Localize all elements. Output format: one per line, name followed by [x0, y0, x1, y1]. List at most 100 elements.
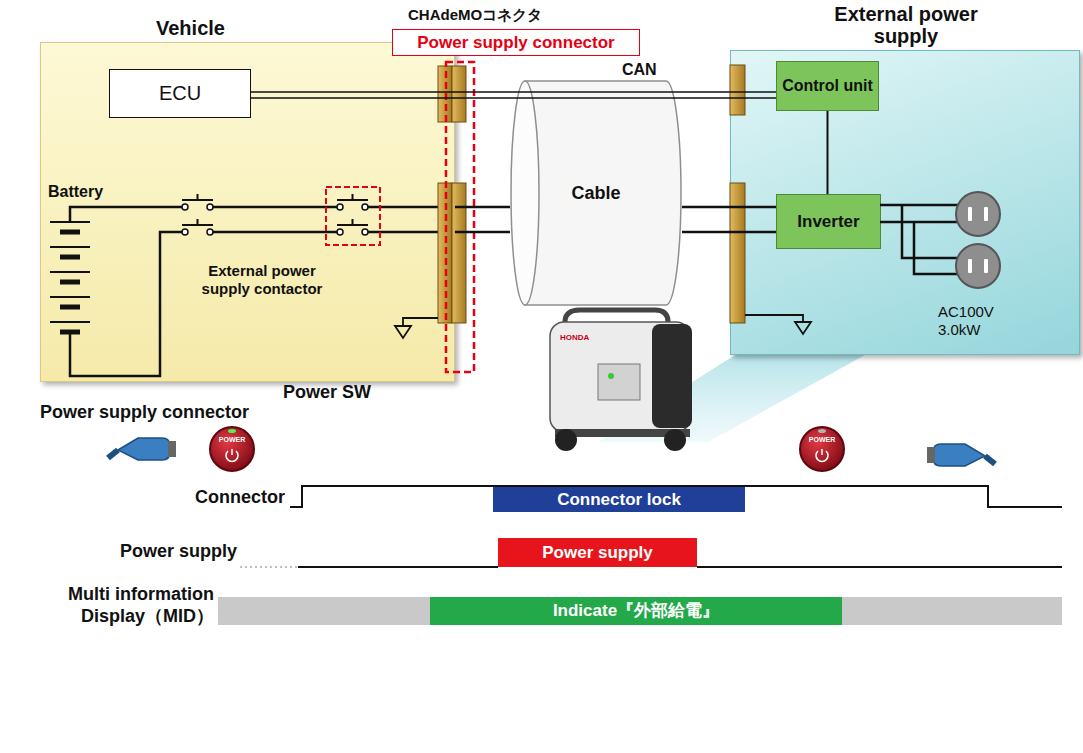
battery-wire [70, 207, 182, 222]
power-button [818, 429, 826, 433]
plug-icon [985, 456, 995, 464]
signal-name: CAN [620, 60, 659, 79]
contactor-symbol [362, 229, 368, 235]
output-wire [880, 204, 960, 207]
vehicle-box: VehicleECU [40, 42, 455, 382]
connector-line [827, 111, 829, 194]
battery-wire [213, 206, 455, 209]
part-label: Power supply connector [40, 402, 249, 424]
highlight-frame [326, 187, 380, 245]
generator-illustration [555, 429, 577, 451]
ground-symbol [403, 318, 438, 326]
signal-name: Connector [90, 487, 285, 509]
timing-line [290, 486, 1062, 507]
ground-symbol [745, 315, 803, 322]
connector-line [682, 206, 776, 209]
button-text: POWER [802, 436, 842, 443]
plug-icon [933, 444, 985, 466]
output-wire [880, 221, 960, 224]
contactor-symbol [207, 204, 213, 210]
cylinder-outline [511, 81, 539, 305]
output-wire [914, 222, 960, 274]
generator-illustration [608, 373, 614, 379]
outlet-symbol [956, 244, 1000, 288]
timing-line [298, 566, 498, 568]
ground-symbol [395, 326, 411, 338]
power-button [800, 427, 844, 471]
outlet-symbol [984, 259, 988, 273]
contactor-symbol [182, 194, 213, 200]
generator-illustration [565, 310, 668, 322]
generator-illustration [598, 364, 640, 400]
box-label: Connector lock [557, 490, 681, 510]
timing-line [697, 566, 1062, 568]
battery-wire [213, 231, 455, 234]
outlet-symbol [968, 207, 972, 221]
plug-icon [108, 450, 118, 458]
connector-line [251, 91, 776, 93]
group-heading: External power supply [821, 3, 991, 47]
inverter-box: Inverter [776, 194, 881, 249]
power-button [210, 427, 844, 471]
battery-wire [70, 207, 455, 376]
box-label: Indicate『外部給電』 [553, 601, 719, 621]
contactor-symbol [337, 194, 368, 200]
box-label: ECU [159, 82, 201, 105]
contactor-symbol [182, 219, 213, 225]
power-button [210, 427, 254, 471]
contactor-symbol [182, 194, 368, 235]
box-label: Control unit [782, 77, 873, 95]
generator-illustration [664, 429, 686, 451]
connector-line [251, 92, 776, 98]
connector-terminal [730, 65, 745, 115]
power-button [226, 449, 238, 461]
power-supply-box: External power supplyControl unitInverte… [730, 50, 1080, 355]
part-label: Battery [48, 182, 103, 201]
connector-line [682, 231, 776, 234]
ecu-box: ECU [109, 69, 251, 118]
outlet-symbol [956, 192, 1000, 236]
battery-symbol [60, 232, 80, 332]
battery-symbol [50, 222, 90, 332]
contactor-symbol [207, 229, 213, 235]
cable-cylinder: Cable [510, 80, 682, 306]
output-wire [902, 205, 960, 258]
connector-line [251, 97, 776, 99]
plug-icon [927, 444, 995, 466]
connector-line [682, 207, 776, 232]
connector-terminal [438, 65, 745, 323]
part-label: Power SW [283, 382, 371, 404]
rating-label: AC100V 3.0kW [938, 303, 1010, 339]
contactor-symbol [182, 204, 188, 210]
box-label: Inverter [797, 212, 859, 232]
brand-mark: HONDA [560, 334, 589, 342]
plug-icon [168, 441, 176, 457]
power-button [816, 449, 828, 461]
cylinder-outline [525, 81, 681, 305]
ground-symbol [795, 322, 811, 334]
control-unit-box: Control unit [776, 61, 879, 111]
outlet-symbol [984, 207, 988, 221]
connector-terminal [452, 183, 466, 323]
button-text: POWER [212, 436, 252, 443]
connector-terminal [452, 66, 466, 122]
plug-icon [108, 438, 176, 460]
connector-line [827, 111, 828, 194]
signal-name: Multi information Display（MID） [0, 584, 214, 627]
plug-icon [118, 438, 170, 460]
power-button [228, 429, 236, 433]
contactor-symbol [337, 229, 343, 235]
timing-line [290, 486, 1062, 567]
contactor-symbol [337, 219, 368, 225]
connector-name: CHAdeMOコネクタ [408, 6, 542, 24]
outlet-symbol [968, 259, 972, 273]
signal-name: Power supply [40, 541, 237, 563]
timing-band: Connector lock [493, 487, 745, 512]
contactor-symbol [337, 204, 343, 210]
output-wire [880, 205, 960, 274]
group-heading: Vehicle [156, 17, 356, 39]
